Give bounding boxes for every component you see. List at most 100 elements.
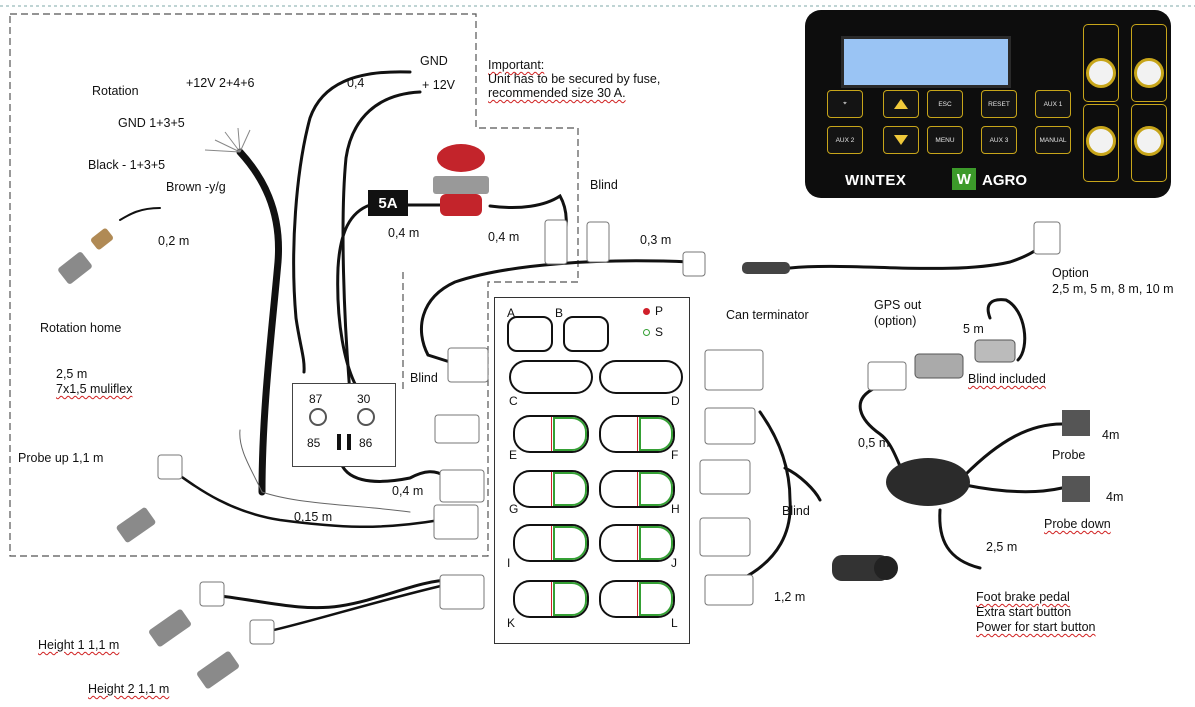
control-panel: ⌖ ESC RESET AUX 1 AUX 2 MENU AUX 3 MANUA… [805, 10, 1171, 198]
brand-wintex: WINTEX [845, 172, 907, 189]
connector-label-g: G [509, 502, 519, 516]
label-probe-up: Probe up 1,1 m [18, 451, 104, 465]
important-line-2: recommended size 30 A. [488, 86, 626, 100]
can-bus-cable [419, 259, 692, 364]
manual-button[interactable]: MANUAL [1035, 126, 1071, 154]
dashed-frame-outer [9, 13, 579, 557]
brand-agro: AGRO [982, 172, 1027, 189]
gnd-cable [292, 70, 412, 374]
connector-label-b: B [555, 306, 564, 320]
emergency-stop-icon [433, 144, 489, 216]
menu-button[interactable]: MENU [927, 126, 963, 154]
relay-pin-85: 85 [307, 436, 321, 450]
sprayer-icon-button[interactable]: ⌖ [827, 90, 863, 118]
label-foot-brake: Foot brake pedal [976, 590, 1070, 604]
connector-board: P S A B C D E F G H I J K L [494, 297, 690, 644]
relay-terminal-icon [309, 408, 327, 426]
relay-pin-30: 30 [357, 392, 371, 406]
connector-a [507, 316, 553, 352]
down-button[interactable] [883, 126, 919, 154]
important-line-1: Unit has to be secured by fuse, [488, 72, 661, 86]
connector-j [599, 524, 675, 562]
connector-d [599, 360, 683, 394]
thin-wire-b [239, 429, 263, 493]
label-blind-right: Blind [782, 504, 810, 518]
connector-label-h: H [671, 502, 680, 516]
label-length-0-4-valve: 0,4 m [488, 230, 520, 244]
plug-sketch [447, 347, 489, 383]
plug-sketch [704, 407, 756, 445]
esc-button[interactable]: ESC [927, 90, 963, 118]
connector-label-l: L [671, 616, 678, 630]
plug-sketch [682, 251, 706, 277]
plug-sketch [439, 469, 485, 503]
relay-pin-icon [337, 434, 341, 450]
label-length-0-15: 0,15 m [294, 510, 333, 524]
sprayer-icon: ⌖ [843, 100, 847, 107]
relay-pin-87: 87 [309, 392, 323, 406]
connector-g [513, 470, 589, 508]
foot-brake-cable [938, 508, 982, 570]
plug-sketch [249, 619, 275, 645]
harness-hub-icon [886, 458, 970, 506]
height2-cable [263, 583, 447, 634]
legend-s-dot [643, 329, 650, 336]
label-length-0-4-top: 0,4 [347, 76, 365, 90]
plug-sketch [867, 361, 907, 391]
left-lower-knob[interactable] [1086, 126, 1116, 156]
plug-sketch [433, 504, 479, 540]
relay-pin-icon [347, 434, 351, 450]
label-probe-down-4m: 4m [1106, 490, 1124, 504]
label-option-lengths: 2,5 m, 5 m, 8 m, 10 m [1052, 282, 1174, 296]
relay: 87 30 85 86 [292, 383, 396, 467]
label-plus12v: + 12V [422, 78, 456, 92]
connector-label-j: J [671, 556, 677, 570]
aux2-button[interactable]: AUX 2 [827, 126, 863, 154]
connector-f [599, 415, 675, 453]
plug-sketch [1033, 221, 1061, 255]
height-cable [210, 578, 452, 610]
probe-sensor-icon [1062, 410, 1090, 436]
left-upper-knob[interactable] [1086, 58, 1116, 88]
legend-s: S [655, 325, 664, 339]
label-length-2-5-cable: 2,5 m [56, 367, 88, 381]
label-blind-included: Blind included [968, 372, 1046, 386]
label-probe-4m: 4m [1102, 428, 1120, 442]
wire-fan [204, 127, 251, 153]
trailer-plug-icon [832, 555, 898, 581]
label-length-0-3: 0,3 m [640, 233, 672, 247]
probe-down-cable [963, 483, 1064, 494]
label-length-0-5: 0,5 m [858, 436, 890, 450]
connector-label-c: C [509, 394, 518, 408]
label-extra-start: Extra start button [976, 605, 1072, 619]
can-terminator-icon [742, 262, 790, 274]
probe-down-sensor-icon [1062, 476, 1090, 502]
relay-pin-86: 86 [359, 436, 373, 450]
plug-sketch [434, 414, 480, 444]
right-knob-column [1131, 24, 1167, 102]
height2-sensor-icon [197, 651, 239, 689]
up-button[interactable] [883, 90, 919, 118]
label-length-0-4-relay: 0,4 m [392, 484, 424, 498]
reset-button[interactable]: RESET [981, 90, 1017, 118]
right-upper-knob[interactable] [1134, 58, 1164, 88]
label-probe-down: Probe down [1044, 517, 1111, 531]
legend-p: P [655, 304, 664, 318]
right-blind-branch [783, 466, 822, 502]
aux3-button[interactable]: AUX 3 [981, 126, 1017, 154]
plug-sketch [586, 221, 610, 263]
label-rotation-home: Rotation home [40, 321, 122, 335]
sensor-group [58, 144, 1090, 689]
aux1-button[interactable]: AUX 1 [1035, 90, 1071, 118]
label-rotation: Rotation [92, 84, 139, 98]
plug-sketch [704, 574, 754, 606]
brand-logo: W [952, 168, 976, 190]
label-power-start: Power for start button [976, 620, 1096, 634]
rotation-home-sensor-icon [58, 228, 113, 284]
fuse-cable [336, 203, 372, 395]
right-knob-column-lower [1131, 104, 1167, 182]
connector-i [513, 524, 589, 562]
right-lower-knob[interactable] [1134, 126, 1164, 156]
label-height-1: Height 1 1,1 m [38, 638, 120, 652]
